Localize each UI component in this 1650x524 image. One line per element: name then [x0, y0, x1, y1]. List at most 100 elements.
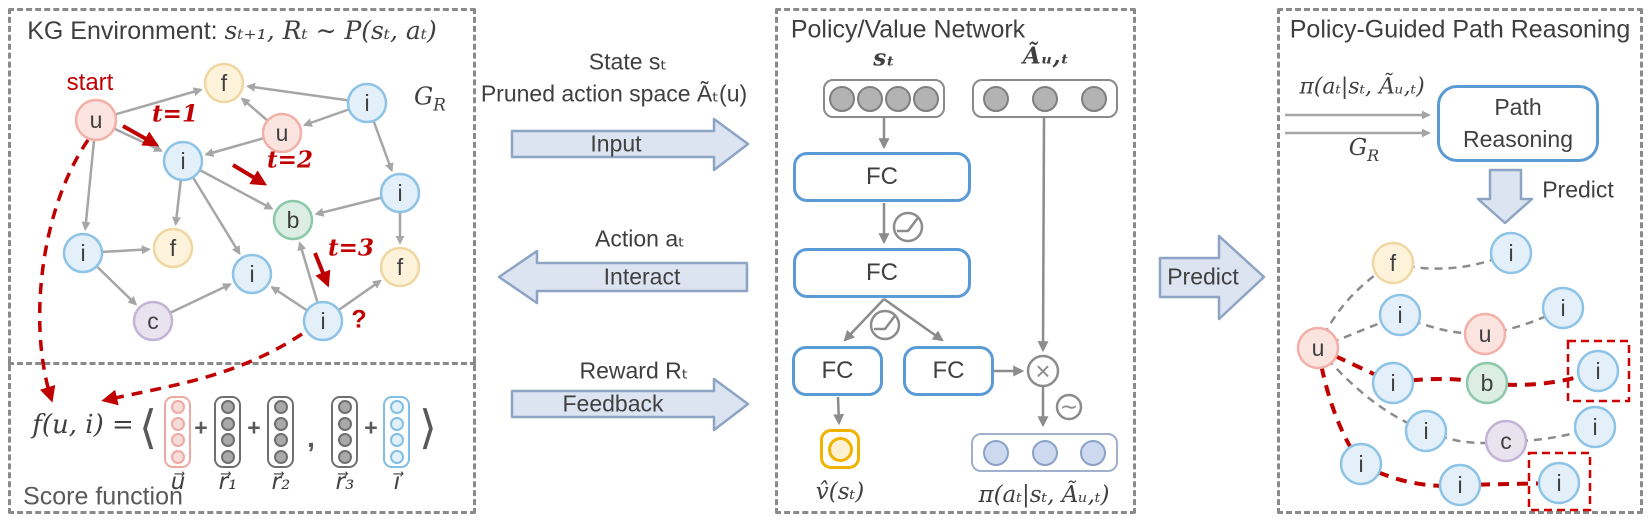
state-label: State sₜ [588, 48, 668, 75]
state-vector [823, 79, 945, 118]
graph-name-label: GR [414, 82, 446, 116]
svg-text:∼: ∼ [1060, 394, 1078, 419]
graph-input-label: GR [1348, 135, 1380, 165]
r1-vector-label: r⃗₁ [218, 469, 238, 495]
svg-text:i: i [1560, 295, 1565, 321]
plus-sign: + [247, 414, 261, 441]
score-function-caption: Score function [23, 482, 183, 511]
comma-sign: , [307, 422, 315, 453]
action-vector-label: Ãᵤ,ₜ [1022, 42, 1070, 70]
r2-vector-label: r⃗₂ [271, 469, 291, 495]
relu-icon [892, 211, 924, 243]
svg-text:i: i [1556, 470, 1561, 496]
svg-text:b: b [287, 207, 300, 233]
reasoning-graph-nodes: u f i i u i i b i i c i i i i [1296, 231, 1620, 507]
svg-text:i: i [80, 240, 85, 266]
svg-text:c: c [1500, 428, 1512, 454]
user-embedding-vector [164, 396, 191, 468]
reasoning-gray-paths [1316, 251, 1596, 445]
svg-text:i: i [249, 261, 254, 287]
relation-embedding-vector [331, 396, 358, 468]
timestep-arrows [122, 124, 331, 288]
predict-block-arrow [1158, 234, 1266, 321]
svg-text:u: u [90, 107, 103, 133]
kg-environment-title: KG Environment: sₜ₊₁, Rₜ ∼ P(sₜ, aₜ) [27, 16, 437, 45]
reasoning-title: Policy-Guided Path Reasoning [1289, 15, 1631, 44]
t2-label: t=2 [267, 146, 313, 174]
predict-arrow-label: Predict [1167, 263, 1239, 290]
value-estimate-label: v̂(sₜ) [815, 479, 865, 505]
svg-text:i: i [320, 308, 325, 334]
relu-icon [869, 309, 901, 341]
start-label: start [66, 69, 114, 96]
interact-block-arrow [497, 249, 749, 305]
policy-input-label: π(aₜ|sₜ, Ãᵤ,ₜ) [1299, 74, 1425, 100]
svg-text:u: u [276, 120, 289, 146]
fc-layer-value: FC [792, 346, 883, 396]
svg-text:f: f [170, 235, 177, 261]
plus-sign: + [194, 414, 208, 441]
svg-text:i: i [1592, 414, 1597, 440]
svg-text:i: i [1390, 370, 1395, 396]
svg-text:i: i [364, 90, 369, 116]
svg-text:b: b [1481, 370, 1494, 396]
action-space-vector [972, 79, 1118, 118]
fc-layer-2: FC [793, 248, 971, 298]
state-vector-label: sₜ [873, 44, 895, 72]
multiply-icon: × [1026, 354, 1060, 388]
svg-text:f: f [1390, 250, 1397, 276]
angle-close: ⟩ [419, 401, 437, 453]
fc-layer-policy: FC [903, 346, 994, 396]
r3-vector-label: r⃗₃ [335, 469, 355, 495]
feedback-arrow-label: Feedback [562, 390, 664, 417]
policy-distribution-label: π(aₜ|sₜ, Ãᵤ,ₜ) [978, 482, 1110, 508]
softmax-icon: ∼ [1055, 393, 1083, 421]
question-mark: ? [351, 305, 367, 334]
u-vector-label: u⃗ [170, 469, 186, 495]
predict-down-label: Predict [1542, 176, 1614, 203]
action-label: Action aₜ [595, 225, 685, 252]
plus-sign: + [364, 414, 378, 441]
svg-text:×: × [1035, 356, 1050, 386]
svg-text:c: c [147, 308, 159, 334]
fc-layer-1: FC [793, 152, 971, 202]
interact-arrow-label: Interact [603, 263, 681, 290]
svg-text:i: i [1508, 240, 1513, 266]
network-title: Policy/Value Network [790, 15, 1026, 44]
item-embedding-vector [383, 396, 410, 468]
input-block-arrow [510, 117, 750, 172]
score-formula-lhs: f(u, i) = [32, 410, 134, 440]
svg-text:i: i [397, 180, 402, 206]
t3-label: t=3 [328, 234, 374, 262]
kg-environment-panel [8, 8, 476, 514]
interface-block-arrows [497, 117, 1534, 432]
svg-text:i: i [1397, 302, 1402, 328]
svg-text:f: f [221, 70, 228, 96]
t1-label: t=1 [152, 100, 198, 128]
i-vector-label: i⃗ [393, 469, 401, 495]
path-reasoning-inputs [1285, 110, 1431, 138]
relation-embedding-vector [267, 396, 294, 468]
svg-text:u: u [1312, 335, 1325, 361]
path-reasoning-panel [1277, 8, 1643, 514]
value-output-node [820, 429, 860, 469]
network-connectors [833, 117, 1049, 428]
svg-text:i: i [1595, 358, 1600, 384]
svg-text:f: f [397, 254, 404, 280]
relation-embedding-vector [214, 396, 241, 468]
kg-graph-nodes: u f u i i i b i f i c i f [62, 62, 421, 342]
predict-down-block-arrow [1476, 168, 1534, 225]
path-reasoning-box: Path Reasoning [1437, 85, 1599, 162]
policy-output-vector [971, 433, 1118, 472]
svg-text:i: i [1423, 418, 1428, 444]
svg-text:i: i [180, 148, 185, 174]
reward-label: Reward Rₜ [579, 357, 689, 384]
feedback-block-arrow [510, 377, 750, 432]
svg-text:i: i [1358, 451, 1363, 477]
input-arrow-label: Input [590, 130, 642, 157]
activation-icons: × ∼ [869, 211, 1083, 421]
policy-value-network-panel [775, 8, 1136, 514]
svg-text:u: u [1479, 321, 1492, 347]
